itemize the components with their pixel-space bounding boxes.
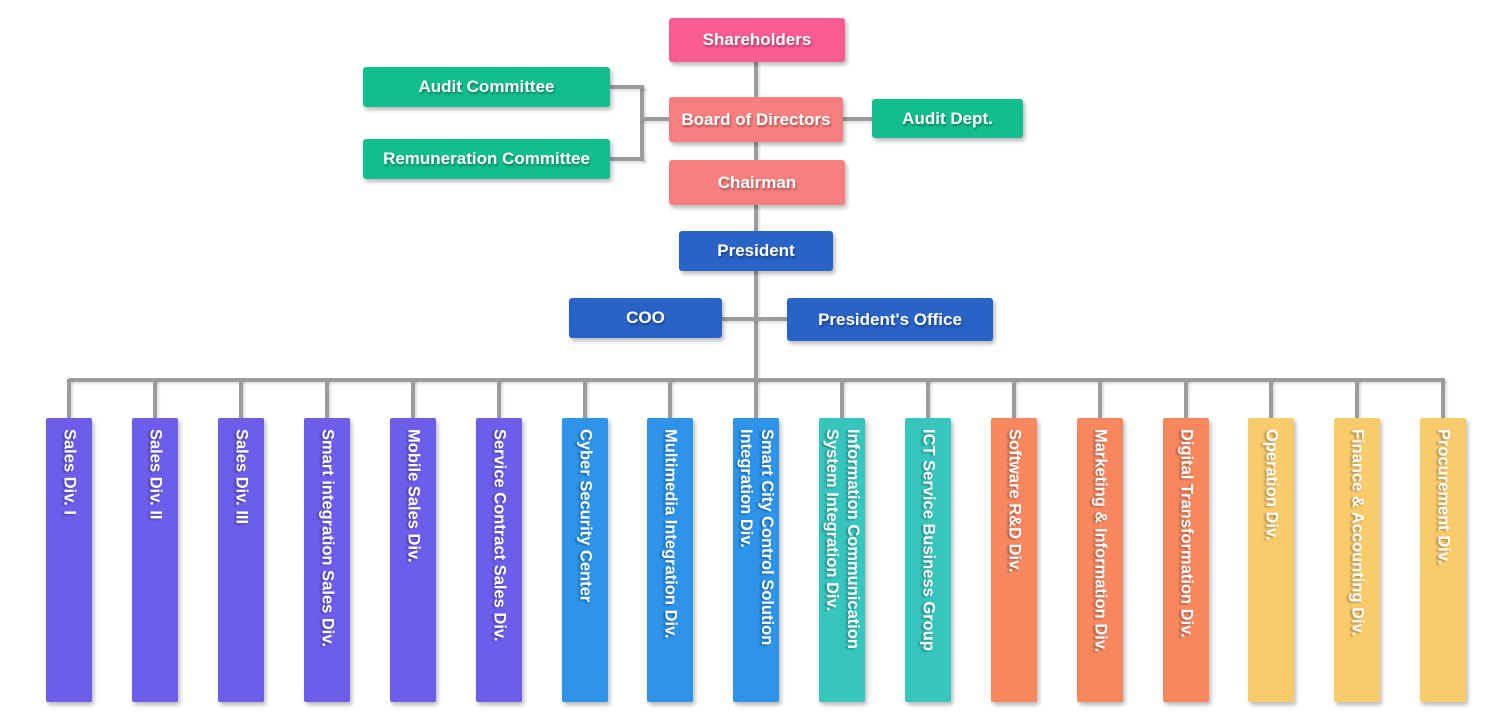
connector-stub-1 [67,379,71,419]
connector-stub-7 [583,379,587,419]
connector-stub-14 [1184,379,1188,419]
connector-president-main [754,271,758,381]
division-box-ict-service-business: ICT Service Business Group [905,418,951,702]
division-box-operation: Operation Div. [1248,418,1294,702]
connector-stub-9 [754,379,758,419]
division-label: Software R&D Div. [1005,429,1024,573]
division-label: Mobile Sales Div. [404,429,423,563]
division-box-marketing-information: Marketing & Information Div. [1077,418,1123,702]
division-box-smart-integration-sales: Smart integration Sales Div. [304,418,350,702]
division-box-service-contract-sales: Service Contract Sales Div. [476,418,522,702]
division-box-digital-transformation: Digital Transformation Div. [1163,418,1209,702]
connector-remuneration-committee [610,157,644,161]
division-box-finance-accounting: Finance & Accounting Div. [1334,418,1380,702]
connector-stub-11 [926,379,930,419]
division-box-procurement: Procurement Div. [1420,418,1466,702]
division-label: Sales Div. I [60,429,79,515]
connector-stub-3 [239,379,243,419]
node-audit-committee: Audit Committee [363,67,610,107]
division-label: Multimedia Integration Div. [661,429,680,639]
node-chairman: Chairman [669,160,845,205]
connector-stub-17 [1441,379,1445,419]
node-board-of-directors: Board of Directors [669,97,843,142]
division-box-sales-div-1: Sales Div. I [46,418,92,702]
connector-committee-bracket-vertical [640,85,644,161]
division-box-smart-city-control-solution: Smart City Control Solution Integration … [733,418,779,702]
division-label: Information Communication System Integra… [823,429,862,649]
connector-bracket-board [640,117,669,121]
connector-board-audit-dept [843,117,872,121]
node-presidents-office: President's Office [787,298,993,341]
division-label: Marketing & Information Div. [1091,429,1110,653]
connector-shareholders-board [754,62,758,97]
connector-stub-16 [1355,379,1359,419]
connector-coo-presidents-office [722,317,787,321]
division-box-software-rnd: Software R&D Div. [991,418,1037,702]
division-label: Smart integration Sales Div. [318,429,337,647]
connector-stub-12 [1012,379,1016,419]
division-box-multimedia-integration: Multimedia Integration Div. [647,418,693,702]
division-box-sales-div-2: Sales Div. II [132,418,178,702]
connector-chairman-president [754,204,758,231]
connector-stub-15 [1269,379,1273,419]
connector-stub-8 [668,379,672,419]
division-label: Finance & Accounting Div. [1348,429,1367,637]
node-audit-dept: Audit Dept. [872,99,1023,138]
division-label: Procurement Div. [1434,429,1453,565]
node-president: President [679,231,833,271]
division-label: Sales Div. II [146,429,165,520]
division-label: ICT Service Business Group [919,429,938,651]
division-box-information-communication-system: Information Communication System Integra… [819,418,865,702]
connector-stub-10 [840,379,844,419]
division-label: Smart City Control Solution Integration … [737,429,776,646]
connector-stub-6 [497,379,501,419]
connector-board-chairman [754,142,758,160]
node-remuneration-committee: Remuneration Committee [363,139,610,179]
division-label: Digital Transformation Div. [1177,429,1196,638]
connector-stub-13 [1098,379,1102,419]
division-box-sales-div-3: Sales Div. III [218,418,264,702]
connector-stub-2 [153,379,157,419]
node-shareholders: Shareholders [669,18,845,62]
division-label: Service Contract Sales Div. [490,429,509,642]
connector-audit-committee [610,85,644,89]
division-box-mobile-sales: Mobile Sales Div. [390,418,436,702]
division-label: Sales Div. III [232,429,251,525]
connector-stub-4 [325,379,329,419]
node-coo: COO [569,298,722,338]
division-label: Operation Div. [1262,429,1281,541]
division-label: Cyber Security Center [576,429,595,603]
connector-stub-5 [411,379,415,419]
division-box-cyber-security-center: Cyber Security Center [562,418,608,702]
